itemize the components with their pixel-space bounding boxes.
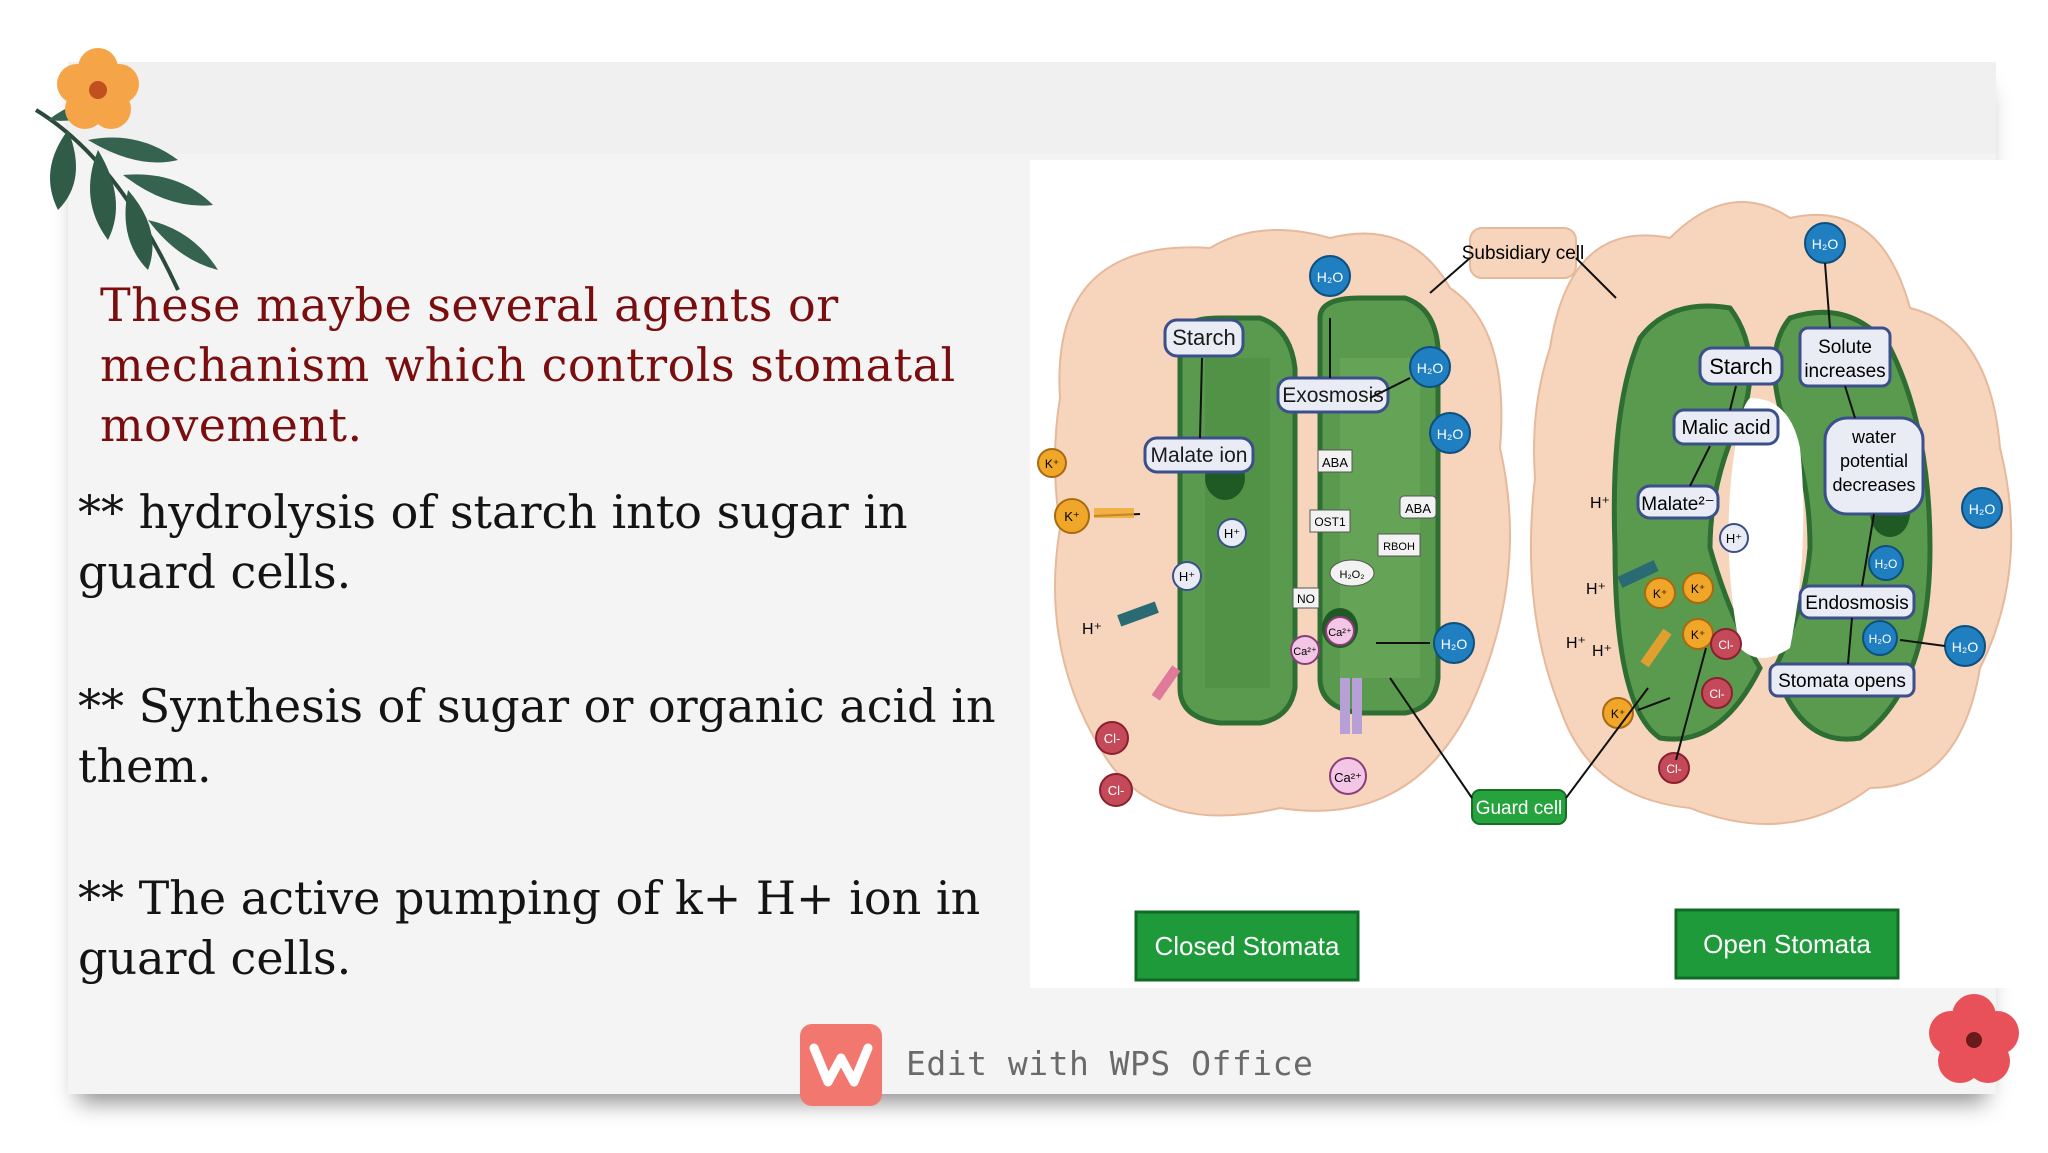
potassium-ion: K⁺ [1064, 509, 1080, 524]
open-stomata-button [1674, 908, 1900, 980]
hydrogen-ion: H⁺ [1082, 621, 1102, 638]
water-molecule: H₂O [1875, 557, 1898, 571]
closed-stomata-group: Starch Malate ion Exosmosis ABA ABA OST1… [1037, 229, 1511, 817]
wps-edit-text: Edit with WPS Office [906, 1044, 1314, 1083]
hydrogen-ion: H⁺ [1566, 635, 1586, 652]
hibiscus-flower-icon [1929, 994, 2019, 1083]
wps-logo-icon [800, 1024, 882, 1106]
label-h2o2: H₂O₂ [1339, 569, 1364, 581]
slide-heading: These maybe several agents or mechanism … [100, 278, 956, 452]
potassium-ion: K⁺ [1691, 582, 1705, 596]
label-ost1: OST1 [1314, 515, 1346, 529]
wps-watermark[interactable]: Edit with WPS Office [800, 1024, 1313, 1106]
water-molecule: H₂O [1417, 360, 1444, 376]
stomata-diagram: Starch Malate ion Exosmosis ABA ABA OST1… [1030, 148, 2028, 988]
calcium-ion: Ca²⁺ [1328, 627, 1352, 639]
potassium-ion: K⁺ [1611, 707, 1625, 721]
label-aba-outer: ABA [1405, 501, 1431, 516]
bullet-point: ** hydrolysis of starch into sugar in gu… [78, 485, 908, 599]
label-malic-acid: Malic acid [1682, 417, 1771, 439]
label-malate-ion: Malate ion [1151, 444, 1248, 467]
red-hibiscus-decoration [1929, 994, 2019, 1083]
chloride-ion: Cl- [1666, 762, 1681, 776]
label-aba-inner: ABA [1322, 455, 1348, 470]
water-molecule: H₂O [1317, 269, 1344, 285]
leaf-flower-decoration [34, 48, 218, 291]
label-starch: Starch [1709, 354, 1773, 379]
water-molecule: H₂O [1869, 632, 1892, 646]
potassium-ion: K⁺ [1045, 457, 1059, 471]
hydrogen-ion: H⁺ [1224, 526, 1240, 541]
water-molecule: H₂O [1969, 501, 1996, 517]
water-molecule: H₂O [1437, 426, 1464, 442]
label-guard-cell: Guard cell [1476, 798, 1563, 819]
hibiscus-flower-icon [57, 48, 139, 129]
label-stomata-opens: Stomata opens [1778, 671, 1906, 692]
water-molecule: H₂O [1812, 236, 1839, 252]
chloride-ion: Cl- [1709, 687, 1724, 701]
label-starch: Starch [1172, 325, 1236, 350]
closed-stomata-button [1134, 910, 1360, 982]
leaf-icon [34, 97, 218, 291]
bullet-point: ** Synthesis of sugar or organic acid in… [78, 679, 996, 793]
calcium-ion: Ca²⁺ [1293, 646, 1317, 658]
label-endosmosis: Endosmosis [1805, 593, 1909, 614]
label-subsidiary-cell: Subsidiary cell [1462, 243, 1585, 264]
closed-stomata-label: Closed Stomata [1155, 931, 1341, 961]
water-molecule: H₂O [1952, 639, 1979, 655]
chloride-ion: Cl- [1104, 731, 1121, 746]
calcium-ion: Ca²⁺ [1334, 770, 1362, 785]
label-rboh: RBOH [1383, 541, 1415, 553]
label-exosmosis: Exosmosis [1282, 384, 1384, 407]
water-molecule: H₂O [1441, 636, 1468, 652]
potassium-ion: K⁺ [1691, 628, 1705, 642]
bullet-point: ** The active pumping of k+ H+ ion in gu… [78, 871, 981, 985]
chloride-ion: Cl- [1718, 638, 1733, 652]
slide-top-band [68, 62, 1996, 154]
hydrogen-ion: H⁺ [1590, 495, 1610, 512]
hydrogen-ion: H⁺ [1179, 569, 1195, 584]
label-malate: Malate²⁻ [1641, 494, 1714, 515]
open-stomata-label: Open Stomata [1703, 929, 1871, 959]
hydrogen-ion: H⁺ [1592, 643, 1612, 660]
chloride-ion: Cl- [1108, 783, 1125, 798]
hydrogen-ion: H⁺ [1726, 531, 1742, 546]
potassium-ion: K⁺ [1653, 587, 1667, 601]
hydrogen-ion: H⁺ [1586, 581, 1606, 598]
label-no: NO [1297, 592, 1315, 606]
